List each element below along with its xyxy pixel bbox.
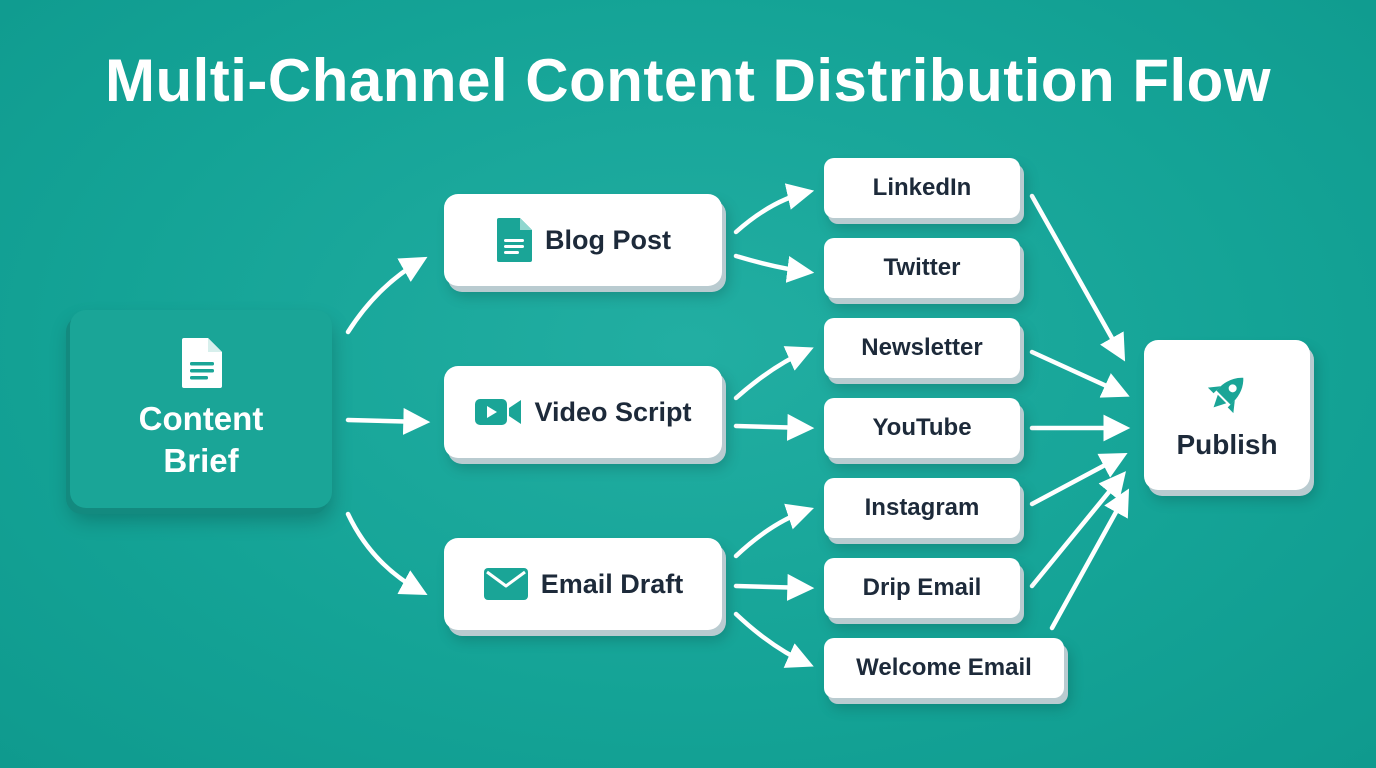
welcome-email-node: Welcome Email	[824, 638, 1064, 698]
arrow-email-to-instagram	[733, 503, 814, 559]
arrow-video-to-newsletter	[733, 346, 814, 401]
blog-post-label: Blog Post	[545, 224, 671, 255]
instagram-label: Instagram	[864, 494, 980, 521]
blog-post-node: Blog Post	[444, 194, 722, 286]
arrow-drip-to-publish	[1029, 471, 1126, 589]
arrow-brief-to-video	[345, 407, 431, 435]
arrow-welcome-to-publish	[1049, 488, 1130, 631]
twitter-label: Twitter	[883, 254, 961, 281]
arrow-instagram-to-publish	[1029, 453, 1128, 507]
email-draft-label: Email Draft	[540, 568, 684, 599]
arrow-blog-to-linkedin	[733, 183, 815, 235]
publish-node: Publish	[1144, 340, 1310, 490]
youtube-label: YouTube	[872, 414, 972, 441]
drip-email-label: Drip Email	[862, 574, 982, 601]
content-brief-node: Content Brief	[70, 310, 332, 508]
rocket-icon	[1202, 369, 1252, 419]
video-camera-icon	[474, 396, 522, 428]
arrow-email-to-welcome	[733, 611, 814, 668]
arrow-video-to-youtube	[733, 413, 815, 441]
linkedin-label: LinkedIn	[872, 174, 972, 201]
arrow-email-to-drip	[733, 573, 815, 601]
newsletter-node: Newsletter	[824, 318, 1020, 378]
envelope-icon	[483, 567, 529, 601]
drip-email-node: Drip Email	[824, 558, 1020, 618]
linkedin-node: LinkedIn	[824, 158, 1020, 218]
arrow-brief-to-blog	[345, 256, 428, 335]
page-title: Multi-Channel Content Distribution Flow	[104, 47, 1271, 114]
video-script-node: Video Script	[444, 366, 722, 458]
arrow-newsletter-to-publish	[1029, 349, 1130, 398]
content-brief-label: Content Brief	[138, 400, 264, 479]
arrow-brief-to-email	[345, 511, 428, 595]
document-icon	[495, 217, 533, 263]
twitter-node: Twitter	[824, 238, 1020, 298]
email-draft-node: Email Draft	[444, 538, 722, 630]
instagram-node: Instagram	[824, 478, 1020, 538]
video-script-label: Video Script	[534, 396, 692, 427]
youtube-node: YouTube	[824, 398, 1020, 458]
arrow-blog-to-twitter	[733, 253, 815, 283]
newsletter-label: Newsletter	[861, 334, 983, 361]
arrow-linkedin-to-publish	[1029, 193, 1126, 362]
welcome-email-label: Welcome Email	[856, 654, 1032, 681]
document-icon	[178, 336, 224, 390]
publish-label: Publish	[1176, 429, 1278, 460]
